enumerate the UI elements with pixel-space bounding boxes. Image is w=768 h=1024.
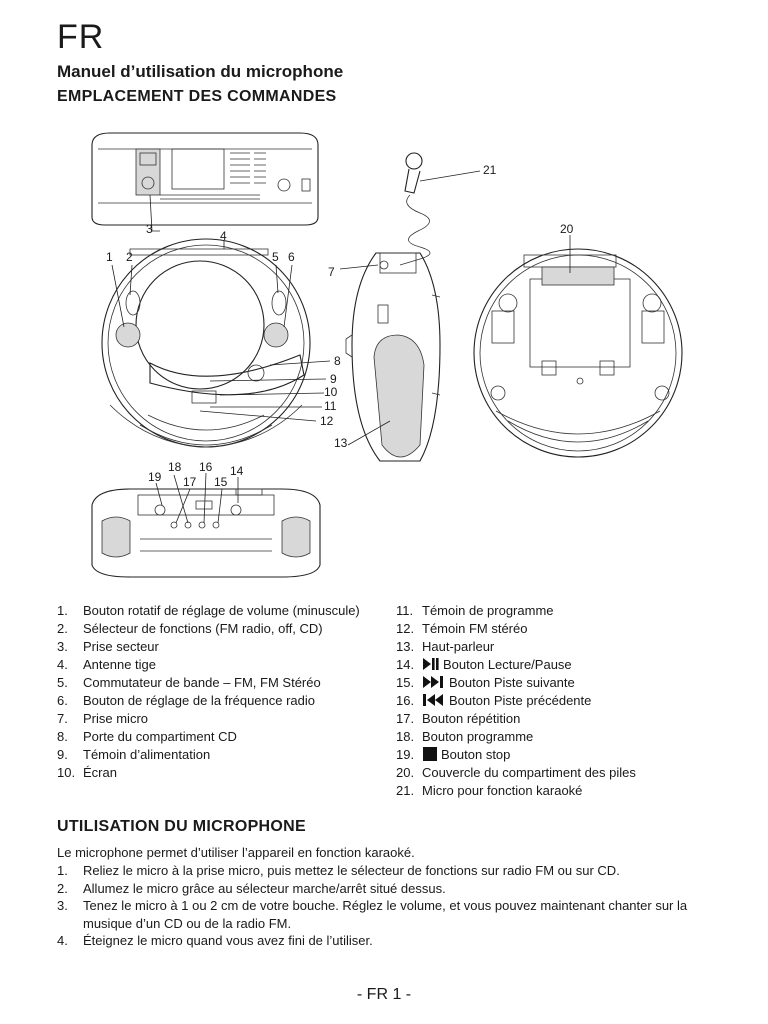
list-item: 4.Antenne tige	[57, 657, 157, 672]
callout-18: 18	[168, 460, 182, 474]
callout-3: 3	[146, 222, 153, 236]
callout-12: 12	[320, 414, 334, 428]
section-title-controls: EMPLACEMENT DES COMMANDES	[57, 88, 337, 105]
language-code: FR	[57, 18, 105, 56]
top-view-illustration	[91, 132, 319, 226]
callout-21: 21	[483, 163, 497, 177]
callout-5: 5	[272, 250, 279, 264]
controls-list-right: 11.Témoin de programme 12.Témoin FM stér…	[396, 602, 736, 800]
list-item: 14.Bouton Lecture/Pause	[396, 657, 572, 672]
callout-2: 2	[126, 250, 133, 264]
list-item: 6.Bouton de réglage de la fréquence radi…	[57, 693, 316, 708]
list-item: 18.Bouton programme	[396, 729, 534, 744]
list-item: 1.Reliez le micro à la prise micro, puis…	[57, 863, 620, 878]
callout-10: 10	[324, 385, 338, 399]
list-item: 12.Témoin FM stéréo	[396, 621, 528, 636]
list-item: 13.Haut-parleur	[396, 639, 495, 654]
callout-9: 9	[330, 372, 337, 386]
callout-6: 6	[288, 250, 295, 264]
manual-title: Manuel d’utilisation du microphone	[57, 62, 344, 81]
list-item: 17.Bouton répétition	[396, 711, 521, 726]
previous-track-icon	[423, 694, 443, 706]
list-item: 11.Témoin de programme	[396, 603, 554, 618]
back-view-illustration	[473, 248, 683, 458]
callout-20: 20	[560, 222, 574, 236]
list-item: 19.Bouton stop	[396, 747, 511, 762]
controls-list-left: 1.Bouton rotatif de réglage de volume (m…	[57, 602, 377, 782]
section-title-usage: UTILISATION DU MICROPHONE	[57, 818, 306, 835]
list-item: 2.Sélecteur de fonctions (FM radio, off,…	[57, 621, 323, 636]
callout-11: 11	[324, 399, 337, 413]
play-pause-icon	[423, 658, 439, 670]
list-item: 2.Allumez le micro grâce au sélecteur ma…	[57, 880, 446, 896]
callout-1: 1	[106, 250, 113, 264]
callout-15: 15	[214, 475, 228, 489]
list-item: 1.Bouton rotatif de réglage de volume (m…	[57, 603, 360, 618]
diagram-callouts: 3 4 1 2 5 6 7 8 9 10 11 12 13 21 20 19 1…	[106, 163, 574, 489]
list-item: 8.Porte du compartiment CD	[57, 729, 237, 744]
bottom-view-illustration	[91, 488, 321, 578]
callout-17: 17	[183, 475, 197, 489]
list-item: 21.Micro pour fonction karaoké	[396, 783, 583, 798]
usage-intro: Le microphone permet d’utiliser l’appare…	[57, 845, 415, 860]
callout-8: 8	[334, 354, 341, 368]
front-view-illustration	[101, 238, 311, 448]
callout-14: 14	[230, 464, 244, 478]
callout-16: 16	[199, 460, 213, 474]
list-item: 15.Bouton Piste suivante	[396, 675, 575, 690]
next-track-icon	[423, 676, 443, 688]
leader-lines	[111, 170, 571, 524]
list-item: 9.Témoin d’alimentation	[57, 747, 211, 762]
callout-13: 13	[334, 436, 348, 450]
usage-steps: 1.Reliez le micro à la prise micro, puis…	[57, 862, 737, 950]
callout-19: 19	[148, 470, 162, 484]
list-item: 5.Commutateur de bande – FM, FM Stéréo	[57, 675, 321, 690]
list-item: 20.Couvercle du compartiment des piles	[396, 765, 636, 780]
list-item: 3.Prise secteur	[57, 639, 159, 654]
page-number: - FR 1 -	[356, 986, 412, 1003]
stop-icon	[423, 747, 437, 761]
callout-7: 7	[328, 265, 335, 279]
list-item: 7.Prise micro	[57, 711, 149, 726]
list-item: 16.Bouton Piste précédente	[396, 693, 592, 708]
list-item: 4.Éteignez le micro quand vous avez fini…	[57, 933, 373, 948]
side-view-illustration	[345, 152, 441, 462]
list-item: 3.Tenez le micro à 1 ou 2 cm de votre bo…	[57, 898, 688, 931]
list-item: 10.Écran	[57, 765, 117, 780]
product-diagram: 3 4 1 2 5 6 7 8 9 10 11 12 13 21 20 19 1…	[91, 132, 683, 578]
callout-4: 4	[220, 229, 227, 243]
